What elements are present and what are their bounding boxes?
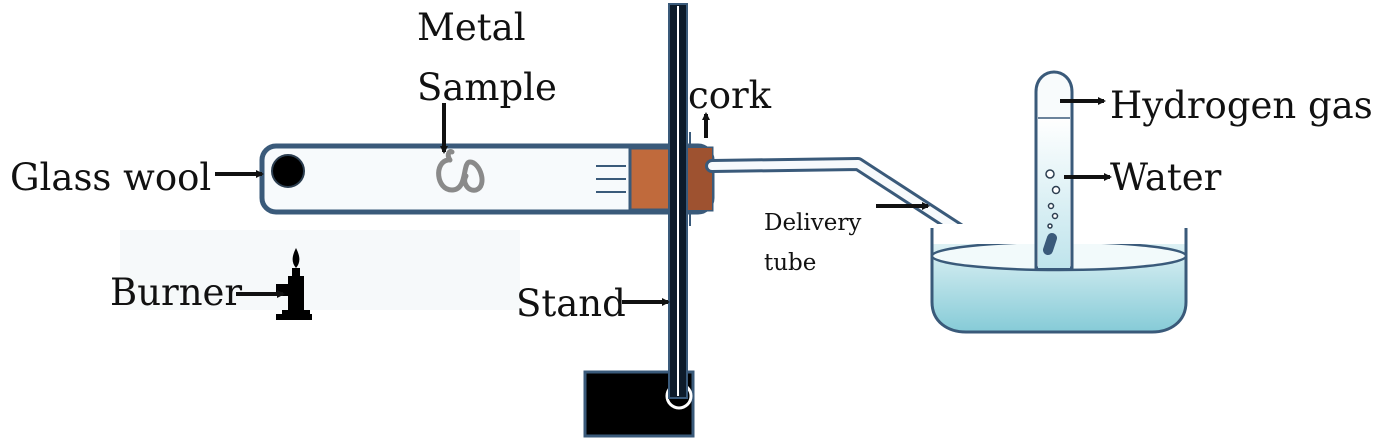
water-label: Water [1110, 156, 1222, 199]
stand-label: Stand [516, 282, 626, 325]
background-shade [120, 230, 520, 310]
glass-wool-plug [271, 154, 305, 188]
gas-bubbles [1045, 169, 1061, 229]
metal-sample-label-line1: Metal [417, 6, 526, 49]
stand-rod [668, 3, 688, 399]
hydrogen-gas-label: Hydrogen gas [1110, 84, 1373, 127]
metal-sample-label-line2: Sample [417, 66, 557, 109]
metal-sample-coil [436, 149, 485, 193]
delivery-tube-label-line2: tube [764, 250, 816, 276]
delivery-tube-end [1043, 233, 1057, 255]
burner-label: Burner [110, 271, 242, 314]
glass-wool-label: Glass wool [10, 156, 211, 199]
delivery-tube-label-line1: Delivery [764, 210, 861, 236]
cork-label: cork [688, 74, 772, 117]
pointer-arrows [215, 97, 1112, 306]
tube-mouth-lines [596, 165, 626, 193]
